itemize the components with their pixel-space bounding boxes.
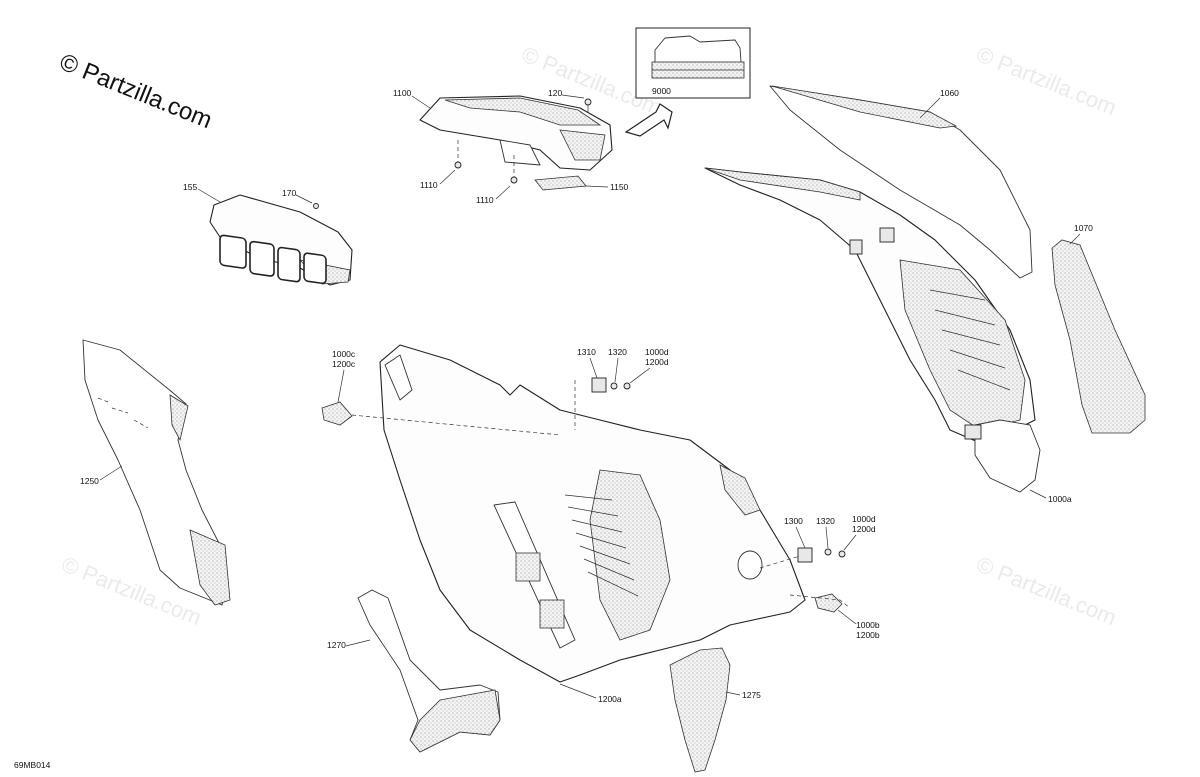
part-1310-grommet[interactable]: [591, 377, 607, 393]
callout-155: 155: [183, 182, 197, 192]
callout-1275: 1275: [742, 690, 761, 700]
part-1000d-nut[interactable]: [838, 550, 846, 558]
callout-170: 170: [282, 188, 296, 198]
watermark-text: © Partzilla.com: [973, 551, 1120, 630]
callout-9000: 9000: [652, 86, 671, 96]
callout-1070: 1070: [1074, 223, 1093, 233]
callout-1000a: 1000a: [1048, 494, 1072, 504]
part-170-screw[interactable]: [313, 203, 319, 209]
part-1270-lower-trim[interactable]: [357, 589, 501, 753]
callout-1200a: 1200a: [598, 694, 622, 704]
callout-1200b: 1200b: [856, 630, 880, 640]
callout-1320: 1320: [608, 347, 627, 357]
part-1110-screw[interactable]: [510, 176, 518, 184]
part-1060-windshield[interactable]: [769, 85, 1033, 279]
part-1110-screw[interactable]: [454, 161, 462, 169]
callout-1200c: 1200c: [332, 359, 356, 369]
part-1100-console[interactable]: [419, 95, 613, 171]
part-1320-washer[interactable]: [824, 548, 832, 556]
callout-1000d: 1000d: [645, 347, 669, 357]
callout-1100: 1100: [393, 88, 412, 98]
callout-1110: 1110: [476, 195, 494, 205]
part-1320-washer[interactable]: [610, 382, 618, 390]
callout-1000c: 1000c: [332, 349, 356, 359]
figure-code: 69MB014: [14, 760, 51, 770]
callout-120: 120: [548, 88, 562, 98]
part-9000-decal[interactable]: [635, 27, 751, 99]
callout-1310: 1310: [577, 347, 596, 357]
callout-1200d: 1200d: [852, 524, 876, 534]
callout-1150: 1150: [610, 182, 629, 192]
watermark-text: © Partzilla.com: [973, 41, 1120, 120]
direction-arrow: [624, 103, 673, 137]
callout-1250: 1250: [80, 476, 99, 486]
part-1000b-clip[interactable]: [814, 593, 843, 613]
callout-1000b: 1000b: [856, 620, 880, 630]
part-1000a-right-panel[interactable]: [704, 167, 1041, 493]
part-1150-pad[interactable]: [534, 175, 587, 191]
part-1300-grommet[interactable]: [797, 547, 813, 563]
part-155-gauge-bezel[interactable]: [209, 194, 353, 286]
callout-1300: 1300: [784, 516, 803, 526]
callout-1200d: 1200d: [645, 357, 669, 367]
part-1000c-clip[interactable]: [321, 401, 353, 426]
callout-1060: 1060: [940, 88, 959, 98]
part-1000d-nut[interactable]: [623, 382, 631, 390]
callout-1000d: 1000d: [852, 514, 876, 524]
part-1250-left-panel[interactable]: [82, 339, 231, 606]
callout-1270: 1270: [327, 640, 346, 650]
part-1070-trim[interactable]: [1051, 239, 1146, 434]
copyright-text: © Partzilla.com: [56, 49, 216, 135]
part-1275-pad[interactable]: [669, 647, 731, 773]
callout-1320: 1320: [816, 516, 835, 526]
part-1200a-front-panel[interactable]: [379, 344, 806, 683]
callout-1110: 1110: [420, 180, 438, 190]
